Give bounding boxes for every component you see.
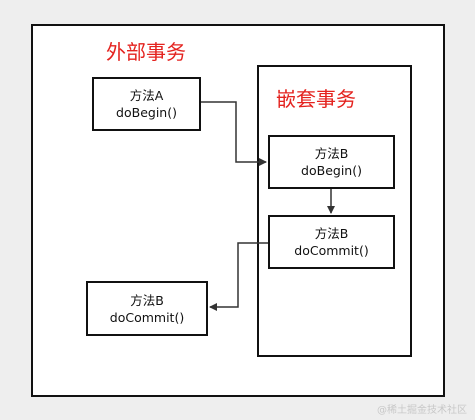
nested-transaction-frame [257,65,412,357]
arrow-a-begin-to-b-begin [201,101,267,166]
method-b-commit-inner-line2: doCommit() [294,243,369,258]
method-b-begin-line2: doBegin() [301,163,362,178]
nested-transaction-title: 嵌套事务 [276,87,356,111]
method-b-begin-line1: 方法B [314,146,349,161]
method-b-commit-outer-line1: 方法B [130,292,164,308]
outer-transaction-title: 外部事务 [106,40,186,64]
method-a-begin-line2: doBegin() [116,105,177,120]
method-b-commit-outer-box: 方法B doCommit() [86,281,208,336]
arrow-b-commit-to-outer-commit [209,242,268,311]
method-b-begin-box: 方法B doBegin() [268,135,395,189]
method-b-commit-inner-line1: 方法B [314,226,349,241]
method-a-begin-line1: 方法A [129,88,164,103]
method-a-begin-box: 方法A doBegin() [92,77,201,131]
method-b-commit-outer-line2: doCommit() [109,309,185,325]
method-b-commit-inner-box: 方法B doCommit() [268,215,395,269]
watermark: @稀土掘金技术社区 [377,405,467,416]
